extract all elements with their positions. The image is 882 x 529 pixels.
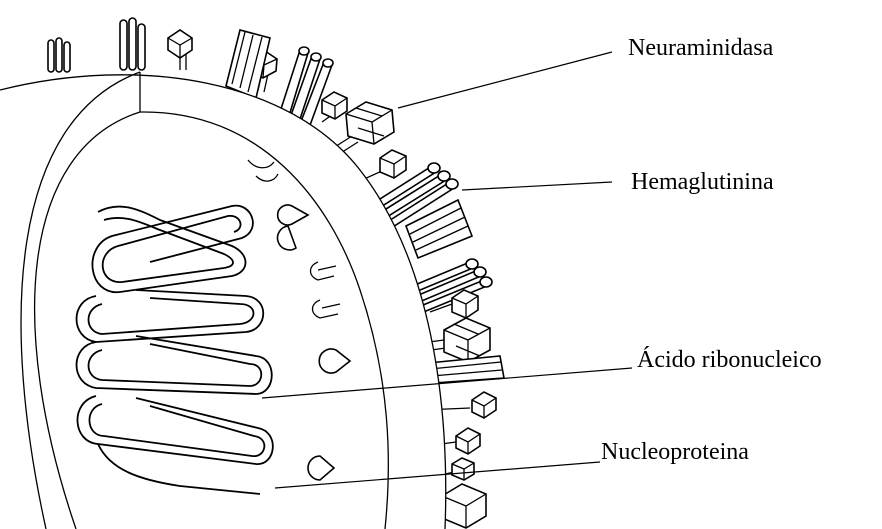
hemagglutinin-spike [120, 18, 145, 70]
membrane-protein [226, 30, 270, 98]
neuraminidase-spike [322, 92, 347, 122]
hemagglutinin-spike [48, 38, 70, 72]
label-acido-ribonucleico: Ácido ribonucleico [637, 348, 822, 372]
label-neuraminidasa: Neuraminidasa [628, 36, 773, 60]
neuraminidase-spike [168, 30, 192, 70]
neuraminidase-spike [362, 150, 406, 180]
leader-neuraminidasa [398, 52, 612, 108]
label-nucleoproteina: Nucleoproteina [601, 440, 749, 464]
leader-hemaglutinina [462, 182, 612, 190]
label-hemaglutinina: Hemaglutinina [631, 170, 774, 194]
